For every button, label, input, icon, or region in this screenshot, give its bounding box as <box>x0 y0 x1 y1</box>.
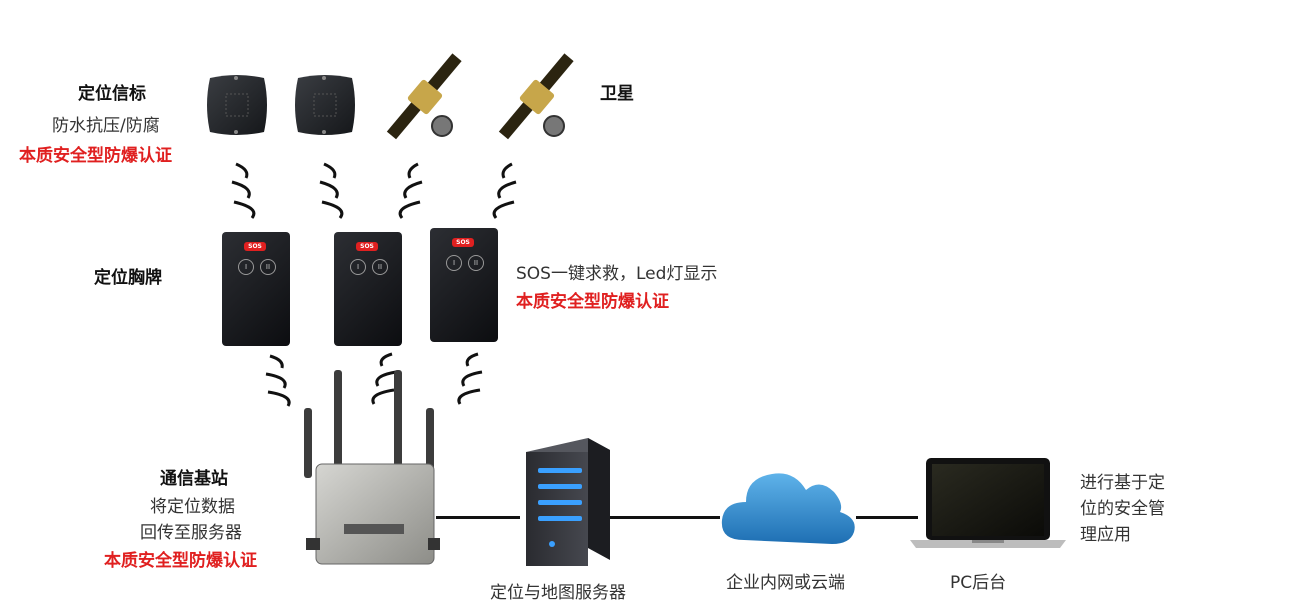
satellite-icon <box>498 53 574 140</box>
signal-wave-icon <box>457 352 483 405</box>
badge-button-2: II <box>372 259 388 275</box>
badge-button-1: I <box>350 259 366 275</box>
beacon-title: 定位信标 <box>78 84 146 104</box>
beacon-device-icon <box>295 75 355 135</box>
badge-button-2: II <box>468 255 484 271</box>
signal-wave-icon <box>265 354 291 407</box>
signal-wave-icon <box>492 162 517 219</box>
app-desc-1: 进行基于定 <box>1080 473 1165 493</box>
badge-button-2: II <box>260 259 276 275</box>
signal-wave-icon <box>231 162 256 219</box>
connection-line <box>610 516 720 519</box>
badge-cert: 本质安全型防爆认证 <box>516 292 669 312</box>
satellite-title: 卫星 <box>600 84 634 104</box>
sos-label: SOS <box>452 238 474 247</box>
base-station-desc-1: 将定位数据 <box>150 497 235 517</box>
pc-label: PC后台 <box>950 573 1007 593</box>
app-desc-2: 位的安全管 <box>1080 499 1165 519</box>
badge-title: 定位胸牌 <box>94 268 162 288</box>
connection-line <box>856 516 918 519</box>
signal-wave-icon <box>371 352 397 405</box>
satellite-icon <box>386 53 462 140</box>
base-station-desc-2: 回传至服务器 <box>140 523 242 543</box>
sos-label: SOS <box>244 242 266 251</box>
app-desc-3: 理应用 <box>1080 525 1131 545</box>
server-label: 定位与地图服务器 <box>490 583 626 603</box>
badge-button-1: I <box>238 259 254 275</box>
badge-device: SOS I II <box>430 228 498 342</box>
badge-device: SOS I II <box>222 232 290 346</box>
base-station-icon <box>304 370 440 565</box>
cloud-icon <box>721 473 855 544</box>
laptop-icon <box>910 458 1066 548</box>
signal-wave-icon <box>398 162 423 219</box>
beacon-feature: 防水抗压/防腐 <box>52 116 160 136</box>
beacon-device-icon <box>207 75 267 135</box>
base-station-title: 通信基站 <box>160 469 228 489</box>
badge-device: SOS I II <box>334 232 402 346</box>
badge-feature: SOS一键求救，Led灯显示 <box>516 264 718 284</box>
badge-button-1: I <box>446 255 462 271</box>
sos-label: SOS <box>356 242 378 251</box>
beacon-cert: 本质安全型防爆认证 <box>19 146 172 166</box>
server-icon <box>526 438 610 566</box>
cloud-label: 企业内网或云端 <box>726 573 845 593</box>
signal-wave-icon <box>319 162 344 219</box>
base-station-cert: 本质安全型防爆认证 <box>104 551 257 571</box>
connection-line <box>436 516 520 519</box>
